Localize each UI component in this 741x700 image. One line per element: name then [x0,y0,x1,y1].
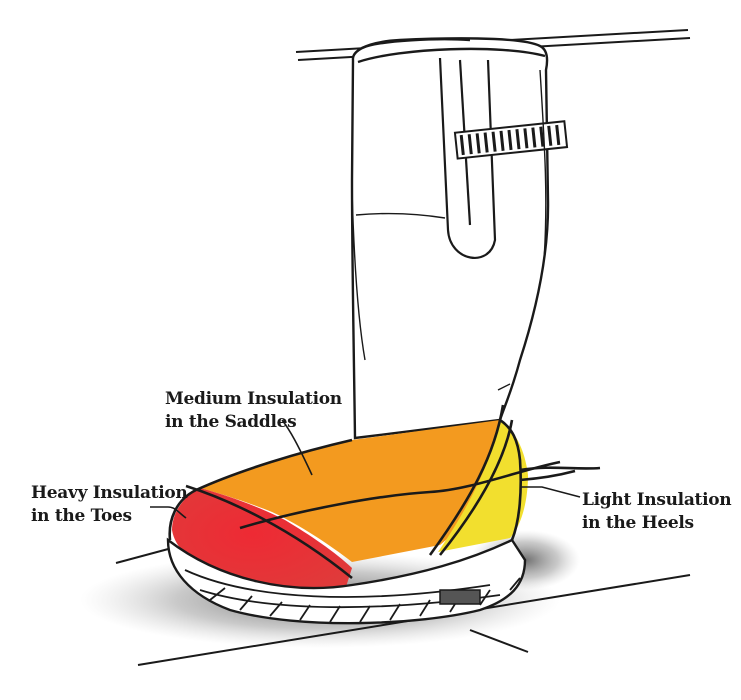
shaft-sketch-lines [351,69,547,391]
label-heavy-insulation: Heavy Insulation in the Toes [31,482,188,528]
heel-insulation [438,420,528,552]
saddle-insulation [200,420,515,562]
label-medium-insulation: Medium Insulation in the Saddles [165,388,342,434]
boot-foot-outline [168,404,601,580]
toe-insulation [172,488,352,591]
heel-block [439,589,481,605]
label-medium-line1: Medium Insulation [165,389,342,409]
label-heavy-line2: in the Toes [31,506,132,526]
label-light-insulation: Light Insulation in the Heels [582,489,732,535]
leader-lines [150,419,581,519]
buckle-icon [453,120,569,160]
label-light-line1: Light Insulation [582,490,732,510]
label-light-line2: in the Heels [582,513,694,533]
label-heavy-line1: Heavy Insulation [31,483,188,503]
label-medium-line2: in the Saddles [165,412,297,432]
